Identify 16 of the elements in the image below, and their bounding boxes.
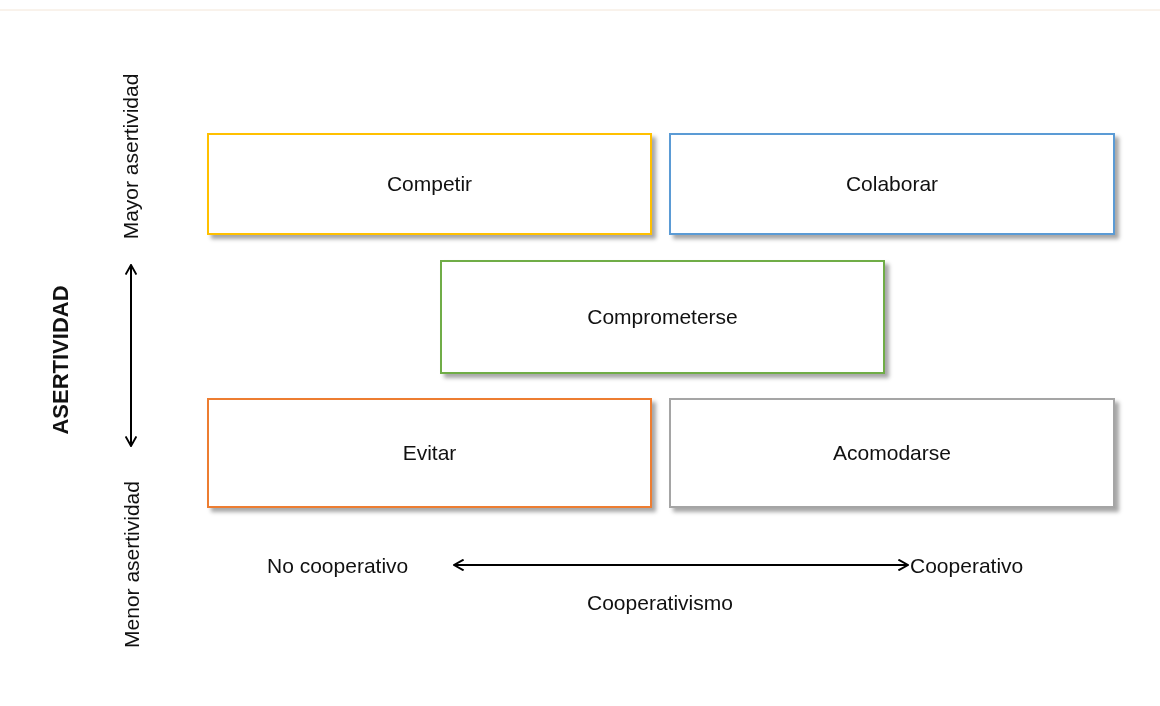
strategy-box [207, 398, 652, 508]
strategy-box [207, 133, 652, 235]
strategy-label: Colaborar [845, 172, 939, 196]
strategy-box [669, 133, 1115, 235]
axis-label: Cooperativo [910, 554, 1024, 576]
strategy-label: Evitar [402, 441, 457, 465]
strategy-box [669, 398, 1115, 508]
axis-label: Menor asertividad [120, 480, 142, 648]
axis-label: Mayor asertividad [120, 73, 142, 239]
axis-title: Cooperativismo [587, 591, 733, 613]
axis-label: No cooperativo [267, 554, 409, 576]
strategy-box [440, 260, 885, 374]
axis-title: ASERTIVIDAD [49, 285, 72, 435]
strategy-label: Acomodarse [833, 441, 951, 465]
strategy-label: Comprometerse [587, 305, 738, 329]
strategy-label: Competir [386, 172, 473, 196]
